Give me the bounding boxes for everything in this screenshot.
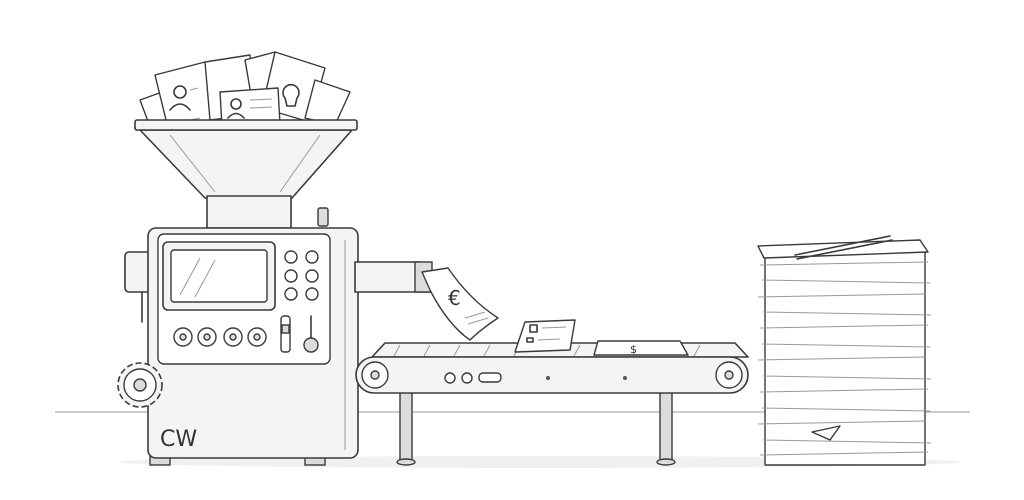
side-box [124,251,152,293]
dollar-symbol: $ [630,343,637,356]
keypad-buttons [284,250,319,301]
output-chute [354,261,433,293]
knobs [173,327,267,347]
top-switch [317,207,329,227]
paper-stack [757,235,932,466]
conveyor-belt [355,342,749,466]
euro-symbol: € [448,286,461,310]
dollar-document: $ [593,340,689,356]
gear-icon [117,362,163,408]
machine-logo: CW [160,427,197,452]
slider [280,315,291,353]
processing-machine: CW [124,207,359,466]
pen-icon [794,235,891,256]
floor-shadow [120,456,960,468]
euro-document: € [421,267,499,341]
form-document [514,319,576,353]
hopper [134,119,358,229]
